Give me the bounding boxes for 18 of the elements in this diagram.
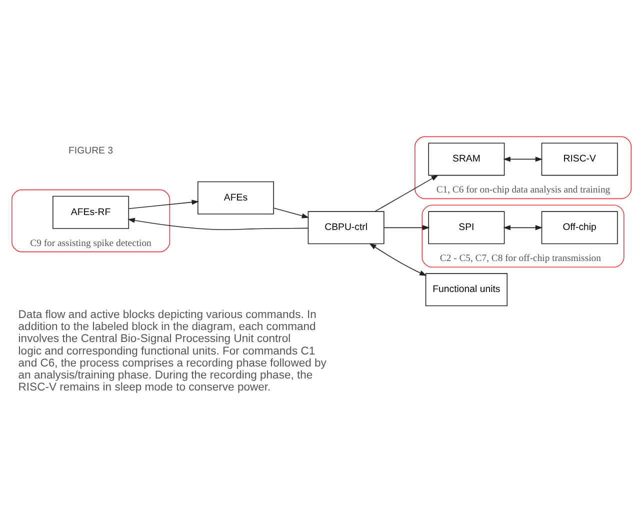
label: FIGURE 3: [68, 146, 114, 157]
arrow: [384, 225, 430, 230]
node-box: CBPU-ctrl: [308, 211, 384, 244]
node-box: AFEs: [197, 181, 274, 214]
arrow: [374, 174, 439, 212]
node-box: Functional units: [425, 273, 508, 306]
arrow: [273, 208, 310, 218]
caption: Data flow and active blocks depicting various commands. In addition to the labeled block in the diagram, each command involves the Central Bio-Signal Processing Unit control logic and corresponding functional units. For commands C1 and C6, the process comprises a recording phase followed by an analysis/training phase. During the recording phase, the RISC-V remains in sleep mode to conserve power.: [18, 309, 326, 394]
arrow: [369, 243, 427, 276]
node-box: SRAM: [428, 142, 505, 176]
node-box: AFEs-RF: [52, 196, 130, 229]
node-box: RISC-V: [541, 142, 618, 176]
arrow: [503, 156, 543, 162]
arrow: [503, 225, 543, 230]
arrow: [128, 200, 200, 209]
node-box: Off-chip: [541, 211, 618, 244]
arrow: [128, 218, 308, 230]
node-box: SPI: [428, 211, 505, 244]
